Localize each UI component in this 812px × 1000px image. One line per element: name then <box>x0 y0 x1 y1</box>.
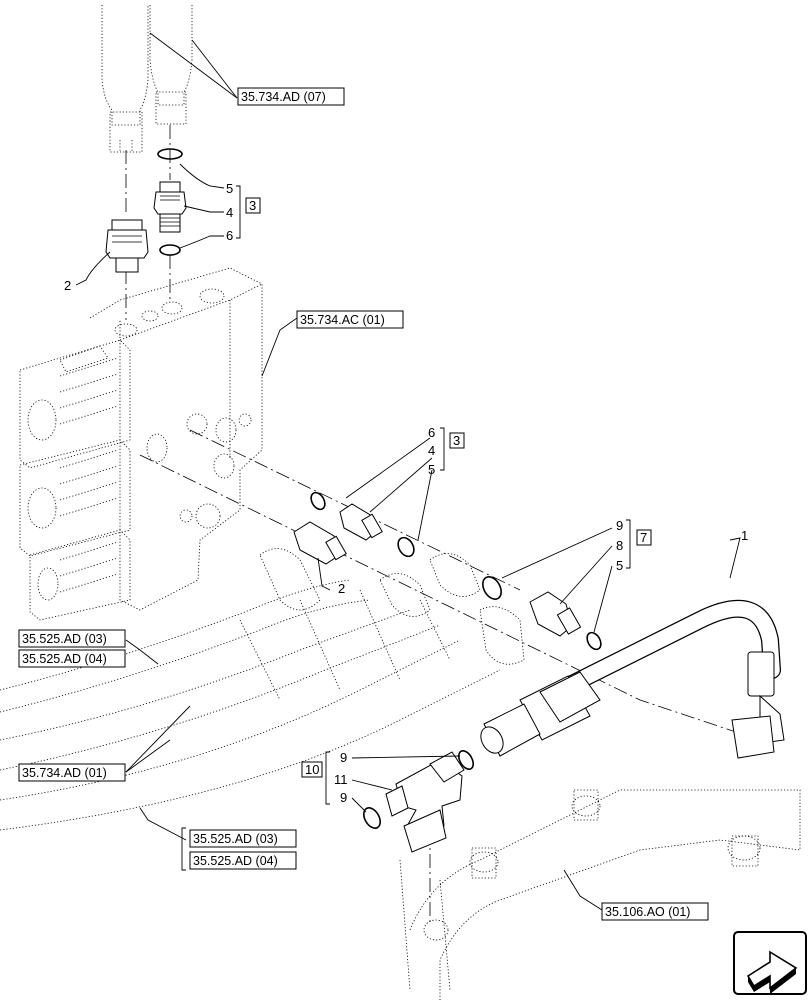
callout-3-top: 3 <box>249 198 256 213</box>
ref-35-734-ac-01[interactable]: 35.734.AC (01) <box>296 310 404 329</box>
valve-block <box>19 267 263 621</box>
callout-6-top: 6 <box>226 228 233 243</box>
next-page-arrow-icon[interactable] <box>733 931 807 995</box>
callout-9-tee-bottom: 9 <box>340 790 347 805</box>
hose-bundle <box>0 548 525 991</box>
callout-2-mid: 2 <box>338 581 345 596</box>
straight-adapter-mid <box>529 591 582 637</box>
adapter-fitting-top <box>153 181 187 233</box>
ref-35-106-ao-01[interactable]: 35.106.AO (01) <box>601 902 709 921</box>
svg-text:35.525.AD (03): 35.525.AD (03) <box>193 832 278 846</box>
callout-8-right: 8 <box>616 538 623 553</box>
svg-text:35.525.AD (04): 35.525.AD (04) <box>22 652 107 666</box>
o-ring-tee-top <box>457 750 475 770</box>
o-ring-top <box>157 148 183 160</box>
callout-4-mid: 4 <box>428 443 435 458</box>
ref-35-525-ad-04-left[interactable]: 35.525.AD (04) <box>18 649 126 668</box>
svg-text:35.734.AC (01): 35.734.AC (01) <box>300 313 385 327</box>
callout-2-top: 2 <box>64 278 71 293</box>
o-ring-mid-4 <box>586 631 602 651</box>
callout-9-tee-top: 9 <box>340 750 347 765</box>
ref-35-734-ad-07[interactable]: 35.734.AD (07) <box>237 87 345 106</box>
brackets <box>181 185 631 871</box>
svg-text:35.525.AD (03): 35.525.AD (03) <box>22 632 107 646</box>
ref-35-734-ad-01[interactable]: 35.734.AD (01) <box>18 763 126 782</box>
svg-text:35.106.AO (01): 35.106.AO (01) <box>605 905 690 919</box>
hydraulic-hose <box>480 599 785 759</box>
o-ring-mid-1 <box>310 491 326 511</box>
svg-text:35.734.AD (01): 35.734.AD (01) <box>22 766 107 780</box>
leaders <box>75 32 741 911</box>
adapter-fitting-2-mid <box>293 521 347 565</box>
callout-11-tee: 11 <box>334 772 348 787</box>
callout-5-mid: 5 <box>428 462 435 477</box>
callout-7-right: 7 <box>640 530 647 545</box>
top-hoses <box>101 5 193 153</box>
o-ring-mid-2 <box>397 536 415 558</box>
o-ring-lower-top <box>159 244 181 256</box>
callouts: 5 4 6 3 2 6 4 5 3 2 9 8 5 7 1 9 11 9 10 <box>64 181 748 805</box>
svg-text:35.734.AD (07): 35.734.AD (07) <box>241 90 326 104</box>
callout-5-right: 5 <box>616 558 623 573</box>
adapter-fitting-mid <box>339 503 383 541</box>
callout-9-right: 9 <box>616 518 623 533</box>
callout-4-top: 4 <box>226 205 233 220</box>
ref-35-525-ad-03-bottom[interactable]: 35.525.AD (03) <box>189 829 297 848</box>
callout-3-mid: 3 <box>453 433 460 448</box>
callout-6-mid: 6 <box>428 425 435 440</box>
svg-text:35.525.AD (04): 35.525.AD (04) <box>193 854 278 868</box>
ref-35-525-ad-04-bottom[interactable]: 35.525.AD (04) <box>189 851 297 870</box>
frame-pipe <box>409 789 801 1000</box>
o-ring-mid-3 <box>482 576 502 600</box>
o-ring-tee-bottom <box>363 807 381 829</box>
adapter-fitting-2-top <box>105 219 149 273</box>
callout-5-top: 5 <box>226 181 233 196</box>
tee-fitting <box>385 751 465 853</box>
callout-1-hose: 1 <box>741 528 748 543</box>
ref-35-525-ad-03-left[interactable]: 35.525.AD (03) <box>18 629 126 648</box>
callout-10-tee: 10 <box>305 762 319 777</box>
